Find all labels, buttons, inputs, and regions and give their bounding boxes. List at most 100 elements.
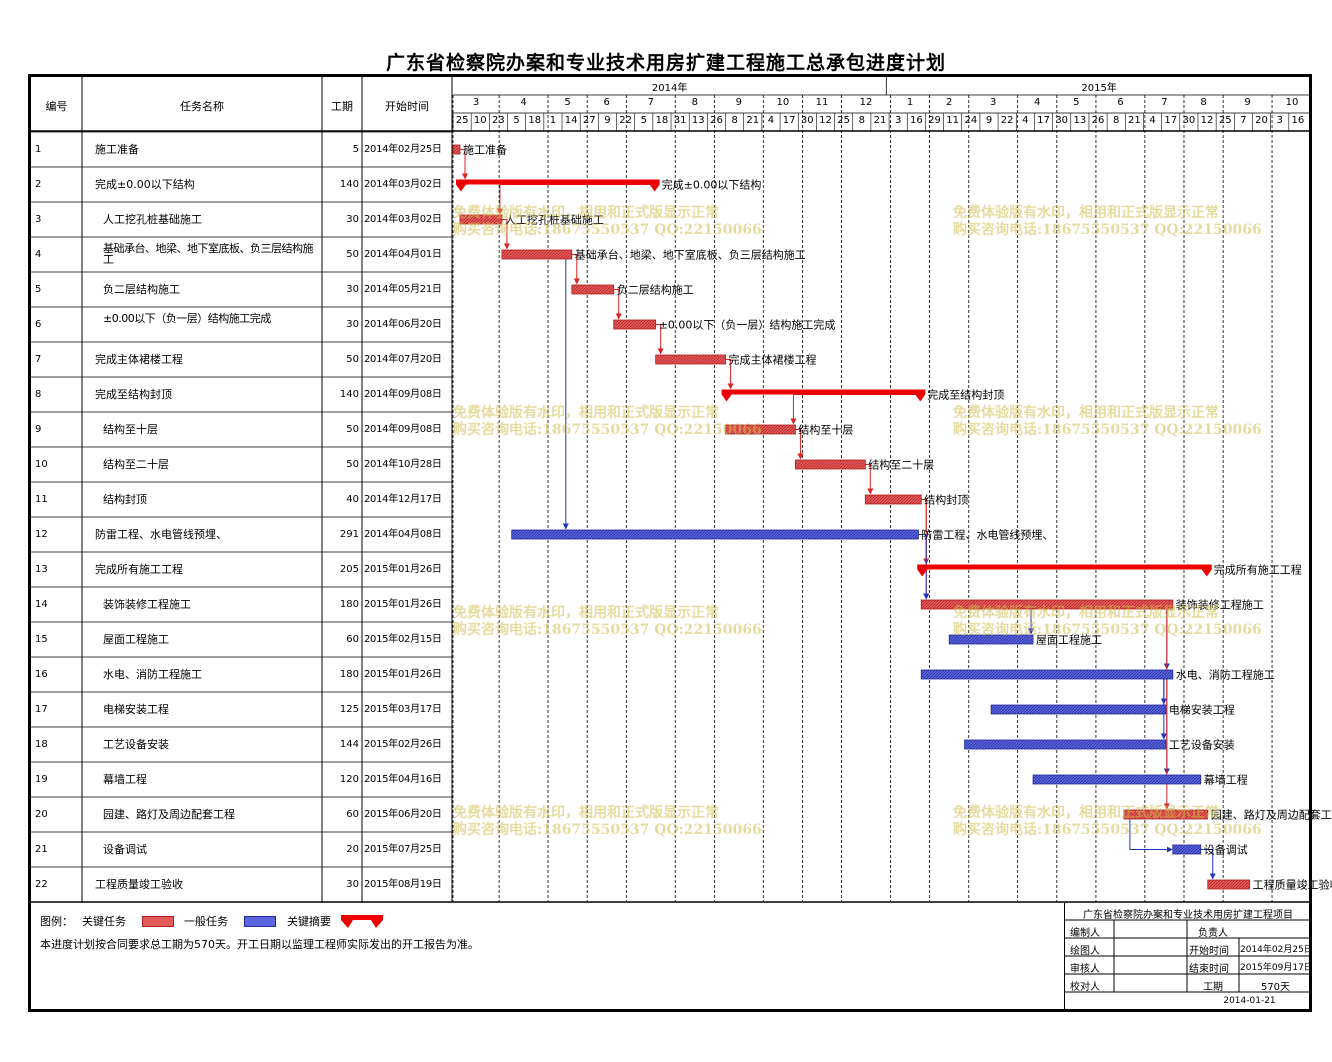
titleblock-project: 广东省检察院办案和专业技术用房扩建工程项目 bbox=[1083, 910, 1293, 921]
month-label: 5 bbox=[1073, 97, 1080, 108]
titleblock-end-value: 2015年09月17日 bbox=[1240, 963, 1313, 973]
task-duration: 20 bbox=[346, 844, 359, 855]
day-tick-label: 5 bbox=[640, 115, 647, 126]
year-label: 2014年 bbox=[651, 83, 688, 94]
month-label: 5 bbox=[564, 97, 571, 108]
day-tick-label: 30 bbox=[800, 115, 814, 126]
titleblock-owner-label: 负责人 bbox=[1198, 928, 1228, 939]
task-start: 2015年02月15日 bbox=[364, 634, 442, 645]
task-bar bbox=[1172, 844, 1202, 855]
task-name: 基础承台、地梁、地下室底板、负三层结构施工 bbox=[103, 242, 314, 266]
task-bar bbox=[964, 739, 1167, 750]
dependency-link bbox=[790, 394, 922, 425]
task-bar bbox=[725, 424, 796, 435]
bar-label: 水电、消防工程施工 bbox=[1176, 668, 1275, 682]
day-tick-label: 14 bbox=[564, 115, 578, 126]
task-id: 11 bbox=[35, 494, 48, 505]
task-bar bbox=[452, 144, 461, 155]
chart-frame bbox=[28, 74, 1312, 1012]
dependency-link bbox=[918, 534, 930, 600]
bar-label: 工艺设备安装 bbox=[1169, 738, 1235, 752]
month-label: 12 bbox=[859, 97, 873, 108]
dependency-link bbox=[921, 499, 930, 600]
task-name: 设备调试 bbox=[103, 843, 147, 856]
dependency-link bbox=[795, 429, 804, 460]
day-tick-label: 4 bbox=[1022, 115, 1029, 126]
day-tick-label: 8 bbox=[731, 115, 738, 126]
legend-critical-label: 关键任务 bbox=[82, 915, 126, 928]
day-tick-label: 18 bbox=[528, 115, 542, 126]
dependency-link bbox=[562, 254, 572, 530]
day-tick-label: 13 bbox=[691, 115, 705, 126]
day-tick-label: 22 bbox=[1000, 115, 1014, 126]
legend-normal-label: 一般任务 bbox=[184, 915, 228, 928]
task-bar bbox=[1032, 774, 1202, 785]
task-bar bbox=[864, 494, 922, 505]
task-duration: 140 bbox=[339, 179, 359, 190]
day-tick-label: 8 bbox=[1113, 115, 1120, 126]
task-start: 2015年04月16日 bbox=[364, 774, 442, 785]
day-tick-label: 16 bbox=[909, 115, 923, 126]
task-name: 人工挖孔桩基础施工 bbox=[103, 213, 202, 226]
task-id: 13 bbox=[35, 564, 48, 575]
bar-label: 完成±0.00以下结构 bbox=[662, 178, 762, 192]
bar-label: 人工挖孔桩基础施工 bbox=[505, 213, 604, 227]
day-tick-label: 13 bbox=[1073, 115, 1087, 126]
day-tick-label: 12 bbox=[819, 115, 832, 126]
task-id: 2 bbox=[35, 179, 42, 190]
day-tick-label: 17 bbox=[1164, 115, 1178, 126]
task-id: 10 bbox=[35, 459, 48, 470]
task-name: 结构封顶 bbox=[103, 493, 147, 506]
task-id: 18 bbox=[35, 739, 48, 750]
task-start: 2014年12月17日 bbox=[364, 494, 442, 505]
task-name: 水电、消防工程施工 bbox=[103, 668, 202, 681]
titleblock-reviewer-label: 审核人 bbox=[1070, 964, 1100, 975]
summary-bar bbox=[917, 564, 1212, 577]
task-name: ±0.00以下（负一层）结构施工完成 bbox=[103, 312, 271, 325]
task-duration: 60 bbox=[346, 634, 359, 645]
task-id: 14 bbox=[35, 599, 48, 610]
bar-label: 装饰装修工程施工 bbox=[1176, 598, 1264, 612]
day-tick-label: 3 bbox=[894, 115, 902, 126]
bar-label: 园建、路灯及周边配套工程 bbox=[1211, 808, 1332, 822]
dependency-link bbox=[1129, 819, 1173, 853]
titleblock-start-label: 开始时间 bbox=[1189, 946, 1229, 957]
task-duration: 40 bbox=[346, 494, 359, 505]
task-bar bbox=[501, 249, 573, 260]
task-start: 2014年06月20日 bbox=[364, 319, 442, 330]
day-tick-label: 11 bbox=[946, 115, 960, 126]
task-id: 1 bbox=[35, 144, 42, 155]
dependency-link bbox=[725, 359, 734, 390]
titleblock-duration-label: 工期 bbox=[1203, 982, 1223, 993]
month-label: 4 bbox=[520, 97, 527, 108]
day-tick-label: 1 bbox=[549, 115, 557, 126]
task-duration: 30 bbox=[346, 284, 359, 295]
task-name: 结构至十层 bbox=[103, 423, 158, 436]
bar-label: 结构至二十层 bbox=[868, 458, 934, 472]
task-start: 2015年01月26日 bbox=[364, 564, 442, 575]
day-tick-label: 16 bbox=[1291, 115, 1305, 126]
task-id: 21 bbox=[35, 844, 48, 855]
task-duration: 50 bbox=[346, 354, 359, 365]
day-tick-label: 5 bbox=[513, 115, 520, 126]
bar-label: 结构至十层 bbox=[798, 423, 853, 437]
day-tick-label: 23 bbox=[492, 115, 505, 126]
day-tick-label: 17 bbox=[1037, 115, 1050, 126]
day-tick-label: 29 bbox=[928, 115, 941, 126]
task-duration: 125 bbox=[339, 704, 359, 715]
task-start: 2015年07月25日 bbox=[364, 844, 442, 855]
month-label: 2 bbox=[945, 97, 953, 108]
col-header-id: 编号 bbox=[45, 100, 68, 113]
task-duration: 205 bbox=[339, 564, 359, 575]
bar-label: 电梯安装工程 bbox=[1169, 703, 1235, 717]
task-duration: 50 bbox=[346, 249, 359, 260]
task-bar bbox=[511, 529, 919, 540]
legend-normal-swatch bbox=[244, 916, 276, 927]
day-tick-label: 12 bbox=[1200, 115, 1214, 126]
titleblock-start-value: 2014年02月25日 bbox=[1240, 945, 1313, 955]
task-bar bbox=[948, 634, 1034, 645]
task-duration: 5 bbox=[352, 144, 359, 155]
day-tick-label: 25 bbox=[455, 115, 469, 126]
task-id: 19 bbox=[35, 774, 48, 785]
